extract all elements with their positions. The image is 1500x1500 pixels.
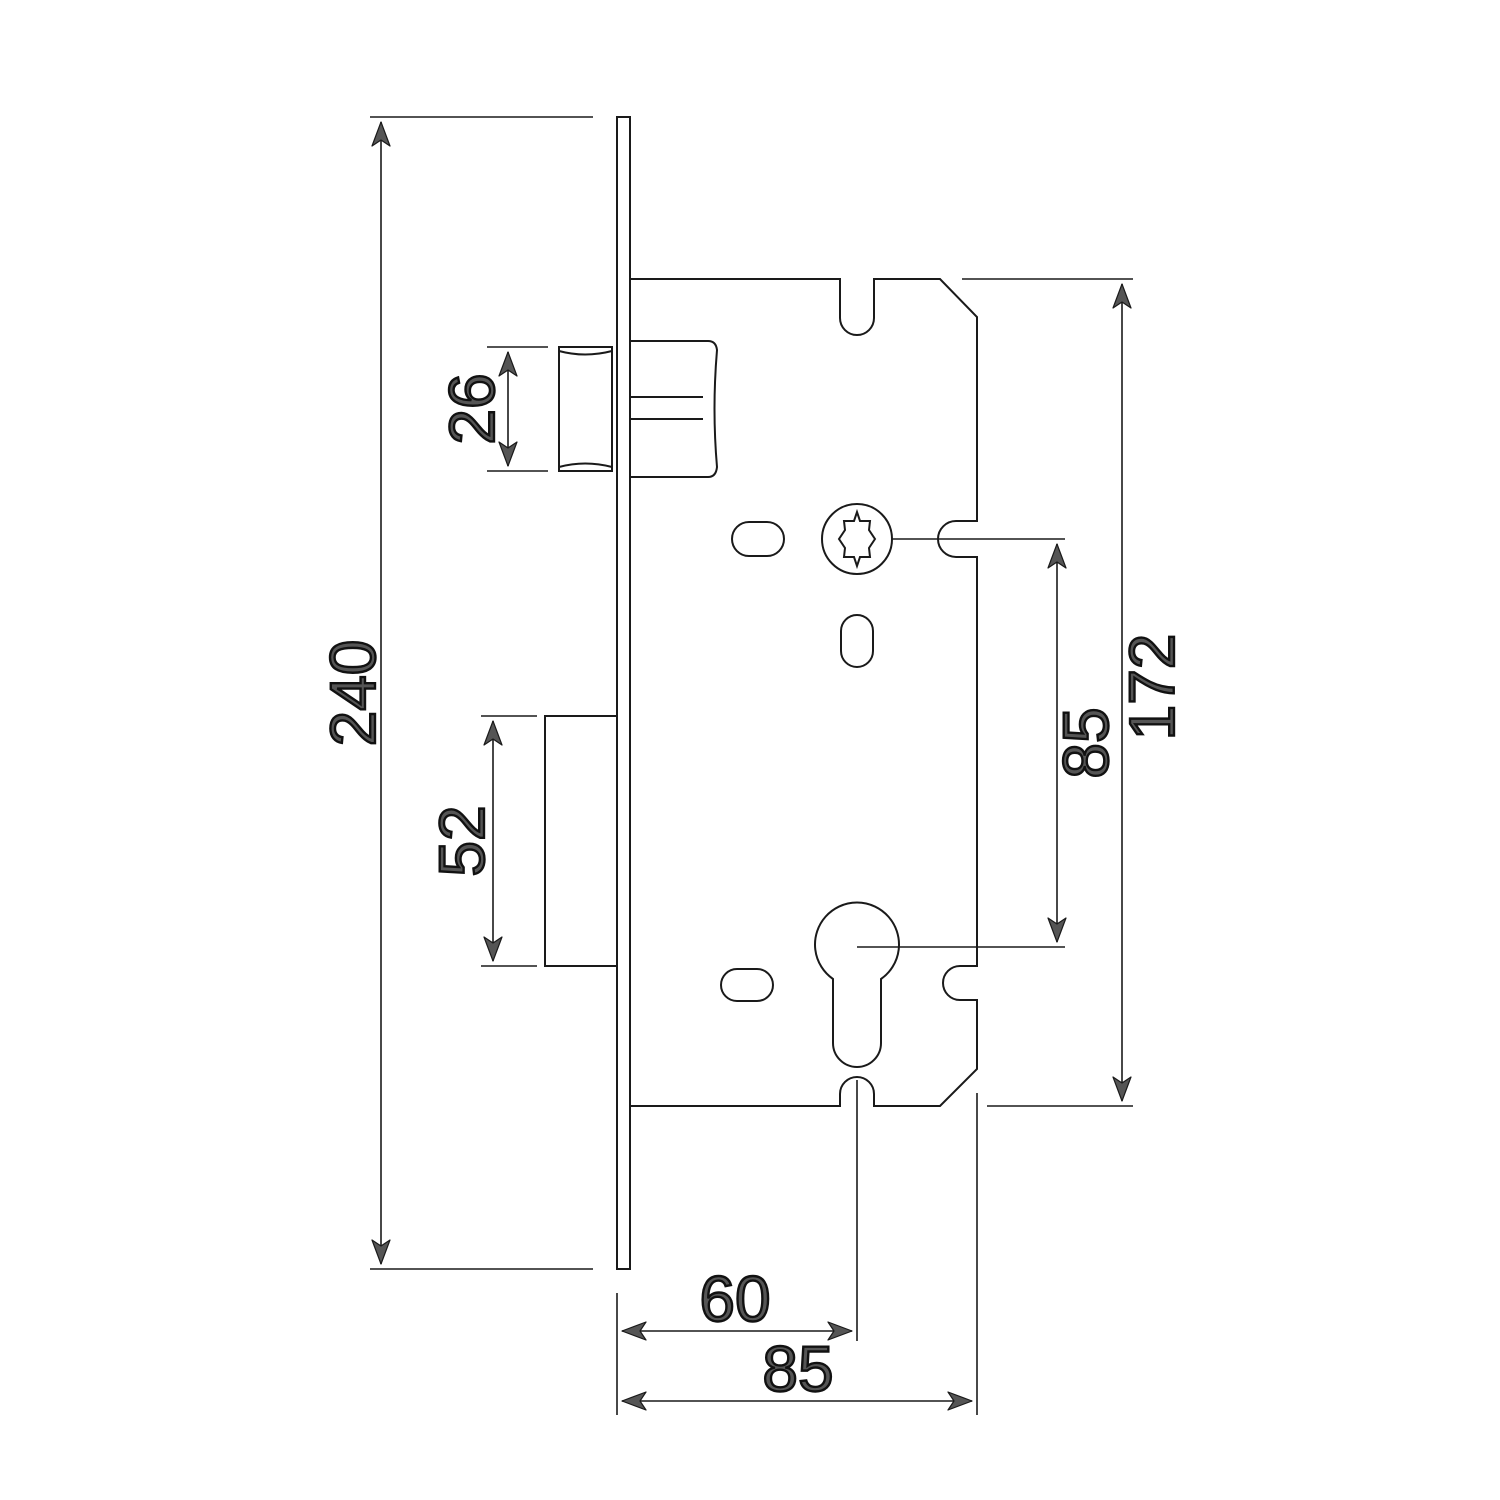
dim-line-center-distance <box>1047 543 1067 943</box>
faceplate <box>616 116 631 1270</box>
dead-bolt <box>544 715 617 967</box>
dim-label-overall-height: 240 <box>317 640 389 747</box>
dim-line-backset <box>621 1321 853 1341</box>
dim-label-center-distance: 85 <box>1050 707 1122 778</box>
dim-line-bolt-height <box>483 720 503 962</box>
dim-line-case-depth <box>621 1391 973 1411</box>
dim-label-latch-height: 26 <box>436 373 508 444</box>
dim-label-bolt-height: 52 <box>426 805 498 876</box>
dim-label-case-height: 172 <box>1116 634 1188 741</box>
cylinder-cutout <box>814 901 900 1068</box>
dim-label-backset: 60 <box>699 1263 770 1335</box>
dim-line-overall-height <box>371 121 391 1265</box>
spindle-hub <box>821 503 893 575</box>
latch-bolt <box>558 340 719 478</box>
dim-line-case-height <box>1112 283 1132 1102</box>
extension-lines <box>370 116 1133 1415</box>
mounting-slot <box>840 614 874 668</box>
dim-line-latch-height <box>498 351 518 467</box>
dim-label-case-depth: 85 <box>762 1333 833 1405</box>
mounting-slot <box>731 521 785 557</box>
lock-case <box>630 278 978 1107</box>
mounting-slot <box>720 968 774 1002</box>
